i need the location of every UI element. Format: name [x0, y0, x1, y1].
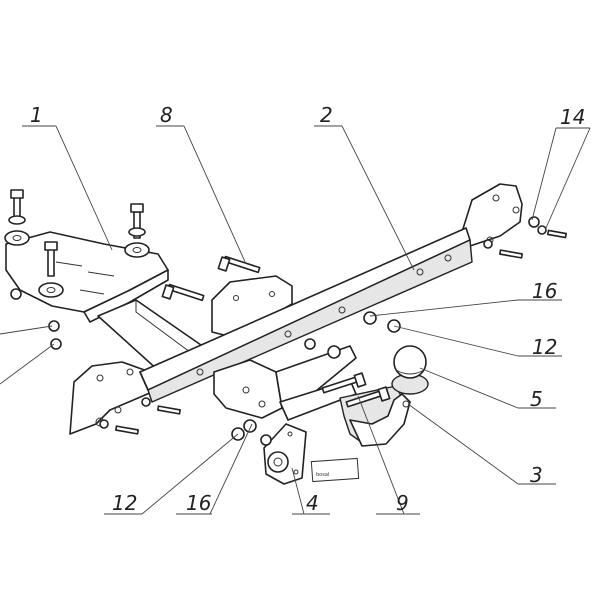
bolt-8b: [161, 283, 205, 302]
bolt-top-left-c: [44, 241, 58, 277]
bolt-right-a: [546, 229, 568, 239]
bolt-9a: [321, 372, 367, 394]
bolt-right-b: [499, 249, 523, 259]
callout-12-left: 12: [112, 491, 137, 515]
socket-plate-4: [263, 423, 307, 485]
callout-12-right: 12: [532, 335, 557, 359]
center-tongue-bracket: [213, 345, 357, 421]
label-plate: bosal: [310, 457, 360, 483]
callout-labels: 1 8 2 14 16 12 5 3 9 4 16 12: [30, 103, 585, 515]
callout-5: 5: [530, 387, 543, 411]
right-mounting-bracket: [461, 183, 523, 247]
callout-3: 3: [530, 463, 543, 487]
leader-lines: [0, 125, 591, 515]
bolts: [10, 189, 568, 435]
callout-16-right: 16: [532, 279, 557, 303]
plate-text: bosal: [316, 472, 329, 478]
washers: [4, 215, 150, 298]
callout-16-left: 16: [186, 491, 211, 515]
main-cross-bar: [139, 227, 473, 403]
bolt-left-b: [115, 425, 139, 435]
callout-14: 14: [560, 105, 585, 129]
callout-9: 9: [396, 491, 409, 515]
bolt-top-left-b: [130, 203, 144, 239]
bolt-left-a: [157, 405, 181, 415]
callout-8: 8: [160, 103, 173, 127]
tow-ball-5: [391, 345, 429, 395]
callout-2: 2: [320, 103, 333, 127]
bolt-9b: [345, 386, 391, 408]
callout-4: 4: [306, 491, 319, 515]
callout-1: 1: [30, 103, 43, 127]
bolt-8a: [217, 255, 261, 274]
